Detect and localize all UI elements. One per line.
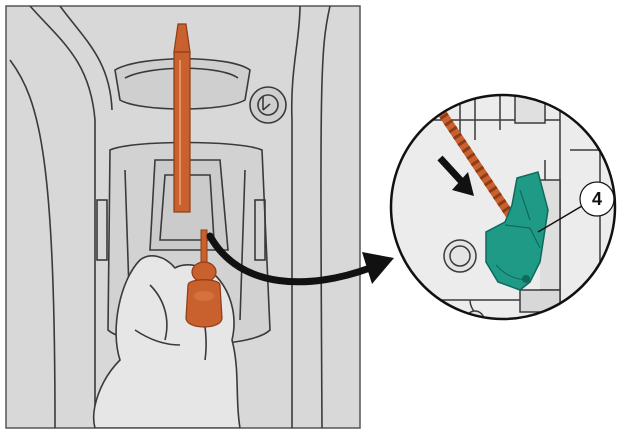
callout-label: 4 (592, 189, 602, 209)
round-boss (443, 239, 477, 273)
callout-4: 4 (537, 181, 615, 233)
screwdriver (185, 229, 223, 328)
release-tool (173, 23, 191, 213)
curved-arrow-right-icon (206, 232, 394, 286)
release-lever (485, 171, 549, 291)
callout-bubble (579, 181, 615, 217)
detail-circle-border (389, 93, 617, 321)
console-left-edge (29, 6, 96, 428)
arrow-down-right-icon (437, 155, 474, 196)
console-right-edge (290, 6, 301, 428)
detail-view: 4 (389, 93, 617, 321)
console-overview-panel (5, 5, 361, 429)
release-tool-detail (426, 95, 514, 218)
